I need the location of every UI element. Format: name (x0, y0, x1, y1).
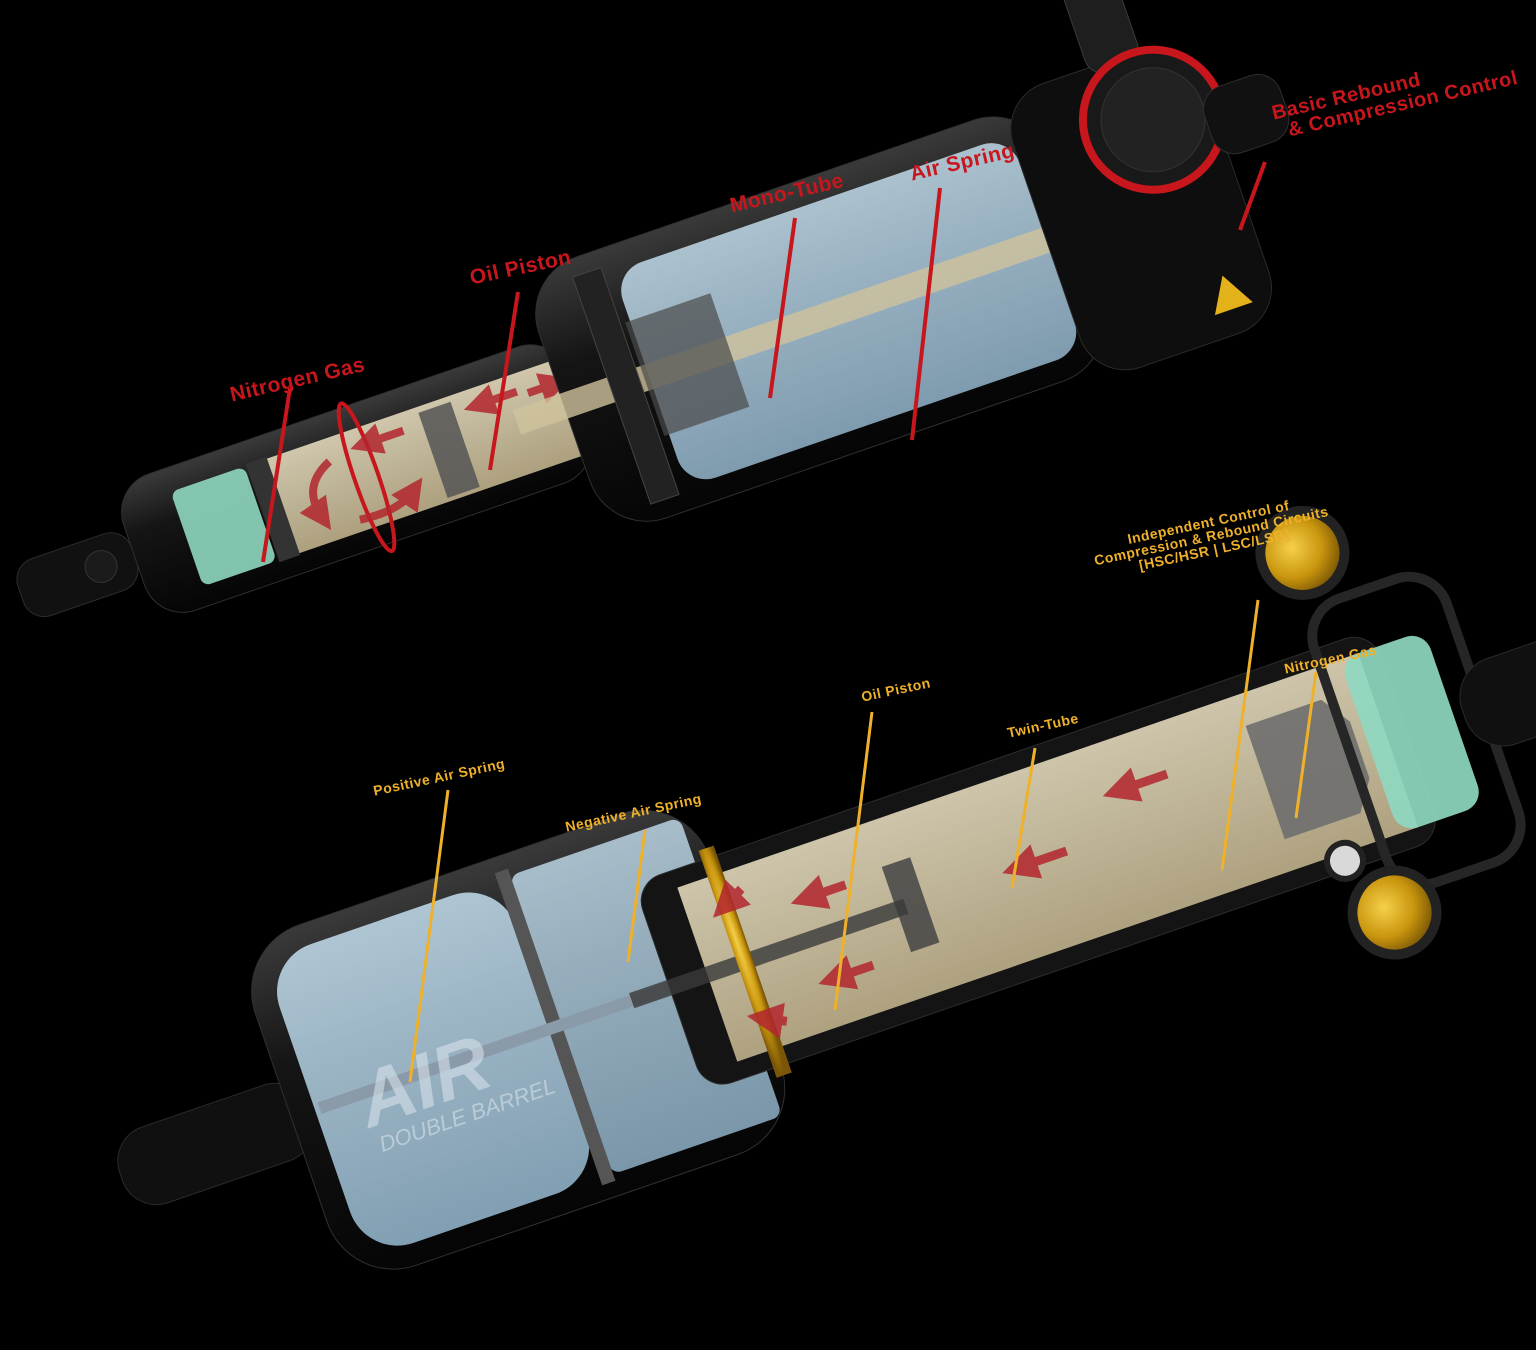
top-shock-right-eyelet (1202, 73, 1290, 155)
leader-mono-tube (768, 217, 797, 399)
leader-twin-tube (1010, 747, 1037, 889)
top-seal-head-inner (625, 293, 750, 437)
rebound-dial-face (1100, 67, 1206, 173)
top-piston-stack (418, 401, 480, 498)
top-shock-eyelet-bolt (84, 550, 118, 584)
gold-adjuster-high (1255, 505, 1350, 600)
bottom-leader-lines (408, 599, 1318, 1083)
top-shock-left-eyelet (16, 532, 139, 618)
bottom-nitrogen-chamber (1344, 635, 1479, 829)
bottom-main-piston (881, 857, 940, 953)
top-flow-arrows (299, 373, 572, 531)
top-shock (16, 0, 1290, 618)
top-leader-lines (261, 161, 1267, 563)
leader-nitrogen-bottom (1294, 671, 1318, 819)
top-seal-head (571, 266, 680, 505)
leader-negative-air (626, 829, 647, 963)
leader-nitrogen-top (261, 387, 292, 563)
silver-valve (1323, 839, 1366, 882)
bottom-shaft (629, 898, 909, 1009)
leader-positive-air (408, 789, 450, 1083)
leader-oil-piston-top (488, 291, 520, 471)
leader-air-spring (910, 187, 942, 441)
bottom-shock-right-eyelet (1459, 626, 1536, 747)
leader-basic-control (1238, 161, 1267, 231)
warning-icon (1214, 275, 1253, 316)
top-nitrogen-chamber (172, 468, 275, 585)
top-red-oring (336, 401, 397, 554)
bottom-flow-arrows (712, 767, 1169, 1039)
gold-adjuster-low (1347, 865, 1442, 960)
bottom-valve-block (1245, 699, 1370, 840)
leader-oil-piston-bottom (833, 711, 874, 1011)
top-oil-chamber (267, 360, 584, 554)
leader-independent (1220, 599, 1260, 871)
